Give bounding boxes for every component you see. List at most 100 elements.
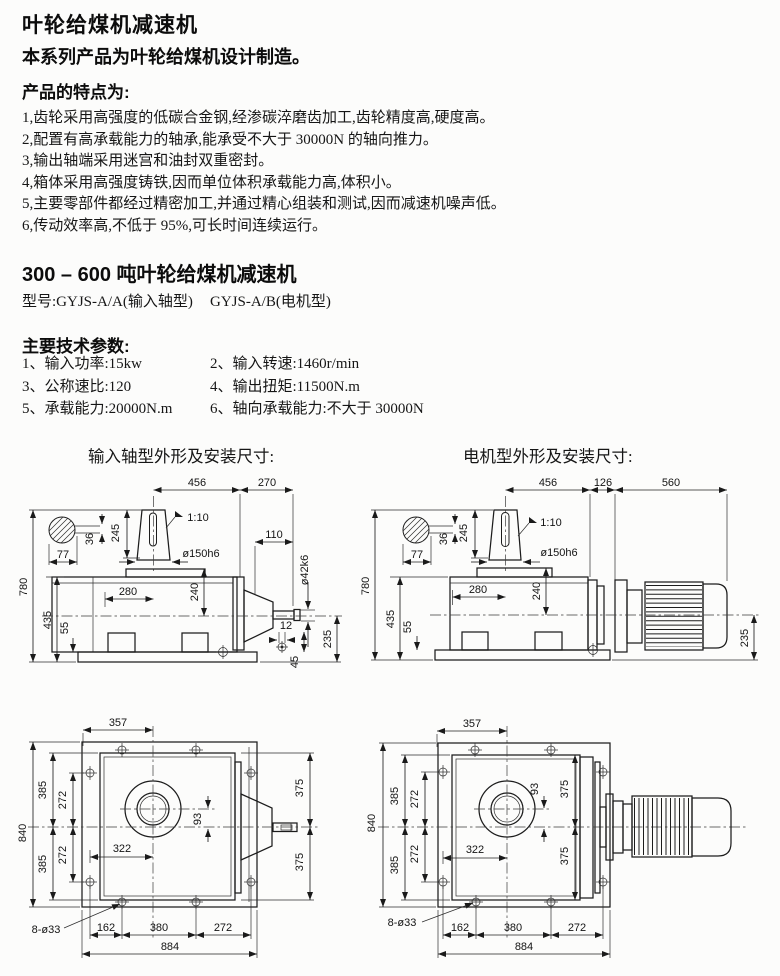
params-list: 1、输入功率:15kw 2、输入转速:1460r/min 3、公称速比:120 … [22,353,424,421]
dim-label: 240 [189,583,201,601]
mounting-hole [189,743,203,757]
motor-assembly [587,579,728,653]
dim-label: 36 [84,533,96,545]
features-list: 1,齿轮采用高强度的低碳合金钢,经渗碳淬磨齿加工,齿轮精度高,硬度高。 2,配置… [22,106,506,235]
dim-label: ø150h6 [182,548,219,560]
dim-label: 322 [466,844,484,856]
dim-label: 780 [18,578,30,596]
dim-435: 435 [385,576,448,660]
dim-label: 272 [214,922,232,934]
dim-240: 240 [531,568,549,615]
dim-235: 235 [260,616,341,663]
dim-77: 77 [48,536,78,565]
motor-assembly [599,793,732,861]
drawing-plan-view-motor: 357 [366,718,748,958]
dim-label: 884 [515,941,533,953]
feature-item: 4,箱体采用高强度铸铁,因而单位体积承载能力高,体积小。 [22,174,401,191]
dim-shaft-dia: ø150h6 [471,547,578,565]
feature-item: 1,齿轮采用高强度的低碳合金钢,经渗碳淬磨齿加工,齿轮精度高,硬度高。 [22,110,495,126]
dim-label: 77 [57,549,69,561]
dim-label: 357 [109,717,127,729]
dim-bottom-row: 162 380 272 [89,886,252,939]
dim-label: 280 [469,584,487,596]
gearbox-housing [451,754,601,901]
taper-callout: 1:10 [165,511,209,529]
dim-272-top: 272 [57,772,84,827]
base-datum-mark [216,645,230,659]
hatching [403,517,429,543]
dim-label: 1:10 [187,512,208,524]
dim-45: 45 [289,632,307,668]
param-item: 1、输入功率:15kw [22,356,143,372]
input-shaft-end-view [48,516,100,544]
dim-93: 93 [529,783,547,842]
dim-label: 380 [150,922,168,934]
motor-end-cap [691,797,732,857]
dim-55: 55 [402,621,420,650]
dim-label: 93 [192,813,204,825]
dim-label: 8-ø33 [32,924,61,936]
dim-label: 270 [258,477,276,489]
dim-label: 55 [402,621,414,633]
dim-780: 780 [18,509,142,663]
dim-840: 840 [366,742,436,908]
motor-end-cap [702,583,728,649]
dim-label: 55 [59,622,71,634]
dim-label: 840 [17,824,29,842]
dim-label: 126 [594,477,612,489]
param-item: 2、输入转速:1460r/min [210,356,360,372]
dim-label: 272 [409,845,421,863]
dim-36: 36 [84,514,105,545]
dim-884: 884 [81,910,258,958]
dim-label: 162 [97,922,115,934]
dim-240: 240 [189,569,207,616]
dim-322: 322 [89,843,153,863]
dim-label: 322 [113,843,131,855]
view-title-motor: 电机型外形及安装尺寸: [463,447,633,466]
gearbox-body [51,568,258,663]
dim-385-top: 385 [37,752,98,827]
dim-output-dia: ø42k6 [299,555,315,647]
output-shaft-assembly [232,576,301,651]
mounting-hole [544,895,558,909]
dim-label: 162 [451,922,469,934]
dim-435: 435 [42,576,64,662]
dim-245: 245 [458,510,488,559]
dim-375-top: 375 [559,755,578,827]
dim-width-top: 456 270 [153,477,294,606]
holes-callout: 8-ø33 [388,902,474,929]
dim-77: 77 [402,536,432,565]
dim-272-bottom: 272 [409,827,436,883]
feature-item: 6,传动效率高,不低于 95%,可长时间连续运行。 [22,217,327,234]
dim-357: 357 [82,717,153,746]
feature-item: 3,输出轴端采用迷宫和油封双重密封。 [22,153,274,169]
features-heading: 产品的特点为: [22,83,130,102]
feature-item: 5,主要零部件都经过精密加工,并通过精心组装和测试,因而减速机噪声低。 [22,196,506,212]
dim-label: 560 [662,477,680,489]
feature-item: 2,配置有高承载能力的轴承,能承受不大于 30000N 的轴向推力。 [22,131,438,148]
dim-375-top: 375 [241,752,314,827]
dim-385-top: 385 [389,754,450,827]
dim-385-bottom: 385 [389,827,450,901]
drawing-side-view-input-shaft: 456 270 77 36 245 [18,477,342,668]
tapered-output-shaft [136,496,171,574]
dim-label: 385 [389,856,401,874]
dim-12: 12 [269,620,295,643]
dim-110: 110 [254,529,293,594]
dim-label: 235 [322,630,334,648]
dim-280: 280 [452,584,506,605]
dim-label: 245 [110,524,122,542]
dim-label: 36 [438,533,450,545]
dim-label: 780 [360,577,372,595]
dim-label: 435 [385,610,397,628]
dim-label: 272 [568,922,586,934]
param-item: 3、公称速比:120 [22,378,132,395]
dim-label: 375 [294,779,306,797]
shaft-datum-mark [276,641,288,653]
mounting-hole [189,895,203,909]
dim-label: 240 [531,582,543,600]
dim-label: ø42k6 [299,555,311,586]
dim-322: 322 [442,844,507,864]
dim-label: 375 [294,853,306,871]
dim-272-bottom: 272 [57,827,84,883]
